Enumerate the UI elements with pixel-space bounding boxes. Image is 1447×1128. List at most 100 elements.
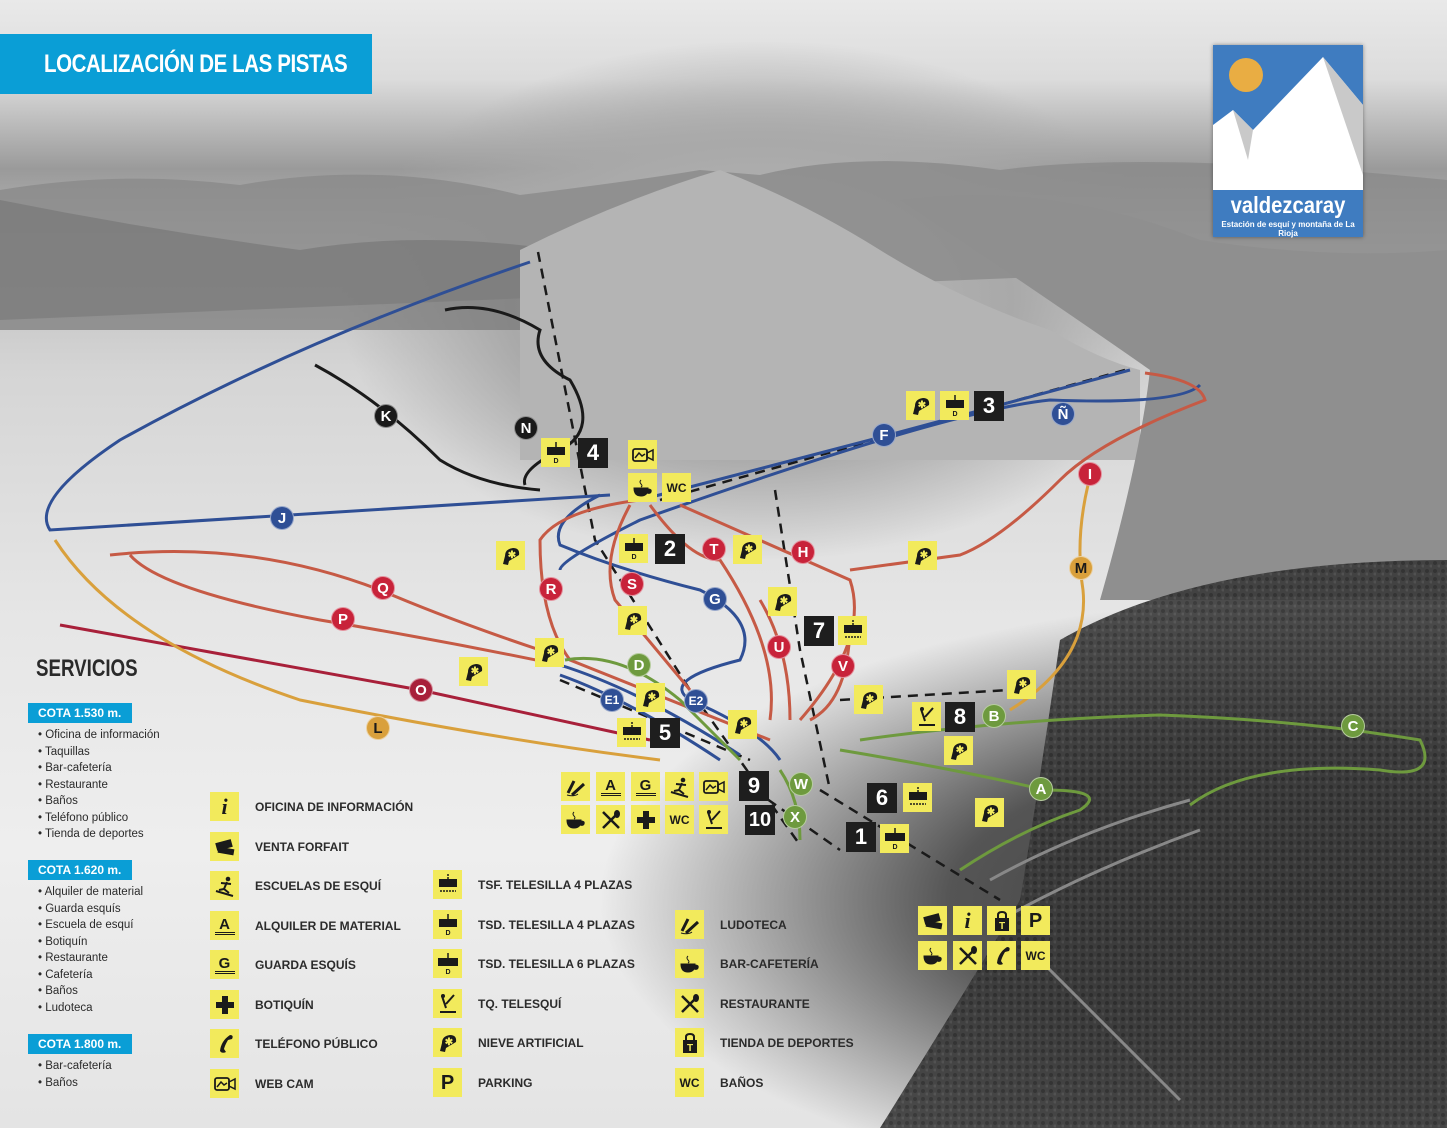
slope-marker-l[interactable]: L xyxy=(366,716,390,740)
service-item: Oficina de información xyxy=(38,727,159,744)
svg-text:✱: ✱ xyxy=(779,596,788,607)
slope-marker-d[interactable]: D xyxy=(627,653,651,677)
slope-marker-h[interactable]: H xyxy=(791,540,815,564)
lift-number-10[interactable]: 10 xyxy=(745,805,775,835)
slope-marker-k[interactable]: K xyxy=(374,404,398,428)
logo-name: valdezcaray xyxy=(1230,192,1346,218)
snow-cannon-icon: ✱ xyxy=(944,736,973,765)
lift-number-8[interactable]: 8 xyxy=(945,702,975,732)
service-item: Tienda de deportes xyxy=(38,826,160,843)
svg-text:✱: ✱ xyxy=(629,615,638,626)
slope-marker-x[interactable]: X xyxy=(783,805,807,829)
legend-ski-storage: G GUARDA ESQUÍS xyxy=(210,950,356,979)
snow-cannon-icon: ✱ xyxy=(908,541,937,570)
service-item: Restaurante xyxy=(38,777,160,794)
webcam-icon[interactable] xyxy=(628,440,657,469)
webcam-icon[interactable] xyxy=(699,772,728,801)
slope-marker-s[interactable]: S xyxy=(620,572,644,596)
slope-marker-q[interactable]: Q xyxy=(371,576,395,600)
lift-number-2[interactable]: 2 xyxy=(655,534,685,564)
slope-marker-o[interactable]: O xyxy=(409,678,433,702)
slope-marker-v[interactable]: V xyxy=(831,654,855,678)
lift-number-6[interactable]: 6 xyxy=(867,783,897,813)
slope-marker-u[interactable]: U xyxy=(767,635,791,659)
svg-text:✱: ✱ xyxy=(739,719,748,730)
kids-club-icon xyxy=(675,910,704,939)
chairlift-detachable-4-icon: D xyxy=(619,534,648,563)
webcam-icon xyxy=(210,1069,239,1098)
chairlift-detachable-4-icon: D xyxy=(433,910,462,939)
snow-cannon-icon: ✱ xyxy=(733,535,762,564)
legend-phone: TELÉFONO PÚBLICO xyxy=(210,1029,378,1058)
legend-tsd-4: D TSD. TELESILLA 4 PLAZAS xyxy=(433,910,635,939)
service-item: Cafetería xyxy=(38,967,143,984)
slope-marker-f[interactable]: F xyxy=(872,423,896,447)
service-item: Escuela de esquí xyxy=(38,917,143,934)
svg-text:T: T xyxy=(998,921,1004,932)
legend-webcam: WEB CAM xyxy=(210,1069,314,1098)
legend-tsd-6: D TSD. TELESILLA 6 PLAZAS xyxy=(433,949,635,978)
service-item: Botiquín xyxy=(38,934,143,951)
slope-marker-n[interactable]: N xyxy=(514,416,538,440)
slope-marker-p[interactable]: P xyxy=(331,607,355,631)
snow-cannon-icon: ✱ xyxy=(906,391,935,420)
svg-text:✱: ✱ xyxy=(865,694,874,705)
slope-o-line xyxy=(59,623,651,742)
services-panel: SERVICIOS xyxy=(36,655,166,683)
chairlift-detachable-4-icon: D xyxy=(541,438,570,467)
legend-wc: WC BAÑOS xyxy=(675,1068,763,1097)
svg-text:✱: ✱ xyxy=(647,692,656,703)
slope-marker-t[interactable]: T xyxy=(702,537,726,561)
chairlift-fixed-4-icon xyxy=(903,783,932,812)
slope-marker-w[interactable]: W xyxy=(789,772,813,796)
slope-marker-m[interactable]: M xyxy=(1069,556,1093,580)
svg-text:D: D xyxy=(553,458,558,465)
snow-cannon-icon: ✱ xyxy=(728,710,757,739)
services-title: SERVICIOS xyxy=(36,655,138,682)
slope-marker-g[interactable]: G xyxy=(703,587,727,611)
lift-number-3[interactable]: 3 xyxy=(974,391,1004,421)
snow-cannon-icon: ✱ xyxy=(854,685,883,714)
lift-number-4[interactable]: 4 xyxy=(578,438,608,468)
snow-cannon-icon: ✱ xyxy=(768,587,797,616)
lift-number-7[interactable]: 7 xyxy=(804,616,834,646)
service-item: Baños xyxy=(38,1075,112,1092)
snow-cannon-icon: ✱ xyxy=(975,798,1004,827)
svg-text:✱: ✱ xyxy=(986,807,995,818)
slope-marker-j[interactable]: J xyxy=(270,506,294,530)
mountain-sun-icon xyxy=(1213,57,1363,190)
slope-marker-e2[interactable]: E2 xyxy=(684,689,708,713)
chairlift-detachable-6-icon: D xyxy=(433,949,462,978)
slope-marker-b[interactable]: B xyxy=(982,704,1006,728)
svg-text:✱: ✱ xyxy=(1018,679,1027,690)
snow-cannon-icon: ✱ xyxy=(1007,670,1036,699)
coffee-icon xyxy=(628,473,657,502)
service-item: Teléfono público xyxy=(38,810,160,827)
lift-number-1[interactable]: 1 xyxy=(846,822,876,852)
service-item: Bar-cafetería xyxy=(38,1058,111,1075)
slope-marker-i[interactable]: I xyxy=(1078,462,1102,486)
kids-club-icon xyxy=(561,772,590,801)
service-item: Baños xyxy=(38,793,160,810)
slope-marker-r[interactable]: R xyxy=(539,577,563,601)
lift-number-5[interactable]: 5 xyxy=(650,718,680,748)
service-item: Restaurante xyxy=(38,950,143,967)
forfait-icon xyxy=(210,832,239,861)
snow-cannon-icon: ✱ xyxy=(618,606,647,635)
legend-forfait: VENTA FORFAIT xyxy=(210,832,349,861)
slope-marker-c[interactable]: C xyxy=(1341,714,1365,738)
lift-number-9[interactable]: 9 xyxy=(739,771,769,801)
wc-icon: WC xyxy=(662,473,691,502)
snow-cannon-icon: ✱ xyxy=(636,683,665,712)
slope-marker-a[interactable]: A xyxy=(1029,777,1053,801)
svg-text:D: D xyxy=(445,930,450,937)
wc-icon: WC xyxy=(665,805,694,834)
slope-marker-enye[interactable]: Ñ xyxy=(1051,402,1075,426)
svg-text:T: T xyxy=(686,1043,692,1054)
svg-text:D: D xyxy=(631,554,636,561)
legend-bar-cafeteria: BAR-CAFETERÍA xyxy=(675,949,819,978)
slope-marker-e1[interactable]: E1 xyxy=(600,688,624,712)
chairlift-fixed-4-icon xyxy=(617,718,646,747)
shop-icon: T xyxy=(675,1028,704,1057)
legend-rental: A ALQUILER DE MATERIAL xyxy=(210,911,401,940)
